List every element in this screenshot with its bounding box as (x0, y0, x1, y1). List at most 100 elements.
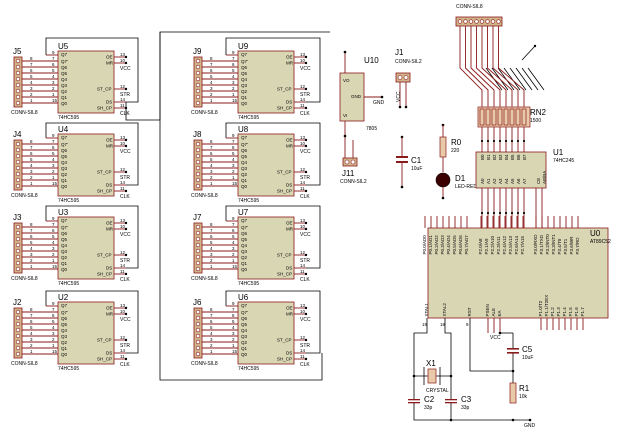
capacitor-c3[interactable]: C3 33p (445, 395, 472, 411)
pin-label: Q2 (241, 172, 248, 177)
chip-pin-number: 14 (300, 348, 306, 353)
pin-label: Q1 (241, 178, 248, 183)
pin-label: Q1 (61, 178, 68, 183)
chip-pin-number: 12 (300, 167, 306, 172)
regulator-u10[interactable]: U10 VO GND VI GND 7805 (339, 50, 385, 158)
chip-pin-number: 13 (120, 303, 126, 308)
crystal-x1[interactable]: X1 CRYSTAL (423, 359, 449, 394)
chip-pin-number: 11 (120, 354, 125, 359)
connector-part: CONN-SIL8 (191, 361, 218, 367)
pin-label: DS (286, 266, 292, 271)
connector-part: CONN-SIL8 (191, 110, 218, 116)
chip-pin-number: 3 (232, 163, 235, 168)
chip-ref: U9 (238, 42, 249, 51)
chip-pin-number: 1 (232, 92, 235, 97)
chip-pin-number: 3 (52, 163, 55, 168)
chip-ref: U7 (238, 208, 249, 217)
capacitor-c1[interactable]: C1 10uF (396, 135, 422, 189)
clk-net-label: CLK (300, 111, 310, 117)
pin-label: Q6 (241, 148, 248, 153)
chip-pin-number: 4 (52, 157, 55, 162)
capacitor-c2[interactable]: C2 33p (408, 395, 435, 411)
chip-pin-number: 11 (300, 186, 305, 191)
capacitor-c5[interactable]: C5 10uF (507, 345, 533, 361)
led-d1[interactable]: D1 LED-RED (435, 172, 477, 200)
conn-pin-number: 1 (30, 181, 33, 186)
pin-label: Q6 (61, 316, 68, 321)
regulator-pin-vi: VI (343, 113, 347, 118)
r0-value: 220 (451, 148, 460, 154)
u1-pin-label: A4 (504, 178, 509, 184)
c3-value: 33p (461, 405, 470, 411)
resistor-r0[interactable]: R0 220 (439, 123, 462, 172)
chip-part: 74HC595 (238, 198, 259, 204)
chip-pin-number: 5 (52, 234, 55, 239)
chip-pin-number: 2 (52, 86, 55, 91)
xtal2-pin-number: 18 (440, 322, 446, 327)
conn-pin-number: 2 (30, 92, 33, 97)
u0-pin-label: P3.7/RD (575, 237, 580, 255)
pin-label: Q3 (241, 249, 248, 254)
pin-label: Q7 (241, 303, 248, 308)
connector-j1[interactable]: J1 CONN-SIL2 VCC (395, 48, 422, 109)
conn-pin-number: 2 (30, 343, 33, 348)
r1-value: 10k (519, 394, 528, 400)
conn-pin-number: 4 (210, 246, 213, 251)
chip-pin-number: 13 (120, 52, 126, 57)
connector-part: CONN-SIL8 (11, 361, 38, 367)
pin-label: SH_CP (277, 357, 292, 362)
chip-pin-number: 4 (232, 325, 235, 330)
d1-part: LED-RED (455, 184, 477, 190)
r1-ref: R1 (519, 384, 530, 393)
pin-label: Q0 (241, 267, 248, 272)
conn-pin-number: 1 (210, 181, 213, 186)
chip-pin-number: 3 (52, 331, 55, 336)
u0-pin-label: P0.0/AD0 (422, 235, 427, 255)
chip-pin-number: 15 (52, 181, 58, 186)
connector-top[interactable]: CONN-SIL8 (455, 4, 503, 27)
conn-pin-number: 4 (210, 163, 213, 168)
chip-pin-number: 5 (232, 68, 235, 73)
pin-label: MR (286, 312, 294, 317)
connector-j11[interactable]: J11 CONN-SIL2 (340, 140, 367, 185)
pin-label: Q7 (61, 303, 68, 308)
resistor-r1[interactable]: R1 10k (509, 382, 530, 404)
chip-pin-number: 5 (232, 319, 235, 324)
chip-pin-number: 15 (232, 264, 238, 269)
conn-pin-number: 6 (210, 151, 213, 156)
pin-label: MR (286, 61, 294, 66)
pin-label: OE (286, 138, 293, 143)
resistor-network-rn2[interactable]: RN2 1500 (477, 106, 547, 128)
chip-pin-number: 7 (52, 222, 55, 227)
chip-pin-number: 3 (232, 246, 235, 251)
j11-part: CONN-SIL2 (340, 179, 367, 185)
u0-pin-label: P0.2/AD2 (434, 235, 439, 255)
u0-pin-label: P2.0/A8 (478, 238, 483, 255)
pin-label: SH_CP (97, 357, 112, 362)
connector-part: CONN-SIL8 (191, 276, 218, 282)
pin-label: Q0 (61, 267, 68, 272)
c5-value: 10uF (522, 355, 533, 361)
regulator-part: 7805 (366, 126, 377, 132)
chip-ref: U3 (58, 208, 69, 217)
chip-pin-number: 7 (232, 139, 235, 144)
